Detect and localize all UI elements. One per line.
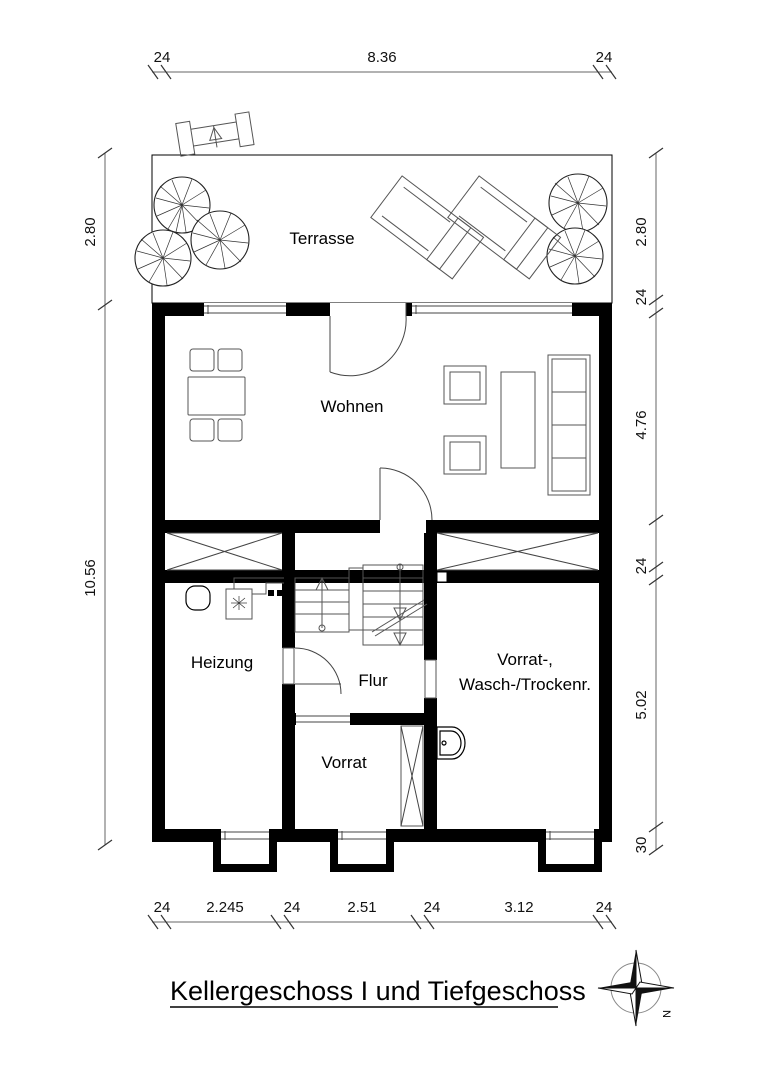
boiler-icon [225,577,284,620]
tree-icon [190,210,250,270]
terrace-area: Terrasse [134,111,613,304]
dim-bottom-2-51: 2.51 [347,899,376,916]
tree-icon [153,176,211,234]
dimension-top: 24 8.36 24 [147,49,617,80]
room-flur: Flur [282,563,437,699]
tree-icon [548,173,608,233]
dim-bottom-24-b: 24 [284,899,301,916]
staircase-icon [294,563,428,647]
openings-top-wall [204,303,572,377]
shelf-unit-icon [547,354,591,496]
light-well-icon [330,829,394,872]
light-wells [213,829,602,872]
room-label-flur: Flur [358,671,388,690]
opening-vorrat [296,713,350,725]
page-title: Kellergeschoss I und Tiefgeschoss [170,976,586,1006]
door-opening-terrace [330,303,406,316]
room-label-wohnen: Wohnen [320,397,383,416]
compass-north-label: N [660,1010,672,1018]
room-label-terrasse: Terrasse [289,229,354,248]
dimension-right: 2.80 24 4.76 24 5.02 30 [633,147,664,856]
armchair-icon [443,365,487,405]
dim-top-width: 8.36 [367,49,396,66]
dim-top-right-24: 24 [596,49,613,66]
tree-icon [546,227,604,285]
room-heizung: Heizung [185,577,284,672]
armchair-icon [443,435,487,475]
dim-right-wall-30: 30 [633,837,650,854]
compass-rose: N [597,949,675,1027]
coffee-table-icon [500,371,536,469]
dim-top-left-24: 24 [154,49,171,66]
room-label-vorrat: Vorrat [321,753,367,772]
dim-bottom-24-c: 24 [424,899,441,916]
tank-icon [185,585,211,611]
dim-right-wall-24a: 24 [633,289,650,306]
room-label-vorrat-wasch-line1: Vorrat-, [497,650,553,669]
dim-right-2-80: 2.80 [633,217,650,246]
sink-icon [436,726,466,760]
dim-bottom-24-a: 24 [154,899,171,916]
room-label-vorrat-wasch-line2: Wasch-/Trockenr. [459,675,591,694]
wall-mid-bottom [152,570,612,583]
dimension-left: 2.80 10.56 [82,147,113,851]
light-well-icon [538,829,602,872]
terrace-stair-icon [175,111,255,157]
dim-bottom-24-d: 24 [596,899,613,916]
structural-x-marks [166,532,599,571]
room-vorrat: Vorrat [296,713,424,827]
lounger-icon [447,175,562,280]
dim-bottom-2-245: 2.245 [206,899,244,916]
door-opening-heizung [282,648,295,684]
dim-right-4-76: 4.76 [633,410,650,439]
window-top-right [412,303,572,316]
dim-right-wall-24b: 24 [633,558,650,575]
dim-left-terrace-depth: 2.80 [82,217,99,246]
light-well-icon [213,829,277,872]
room-label-heizung: Heizung [191,653,253,672]
dim-right-5-02: 5.02 [633,690,650,719]
dim-bottom-3-12: 3.12 [504,899,533,916]
window-top-left [204,303,286,316]
door-opening-wohnen-stair [380,520,426,533]
room-vorrat-wasch: Vorrat-, Wasch-/Trockenr. [436,571,591,760]
room-wohnen: Wohnen [187,348,591,533]
plan-title-group: Kellergeschoss I und Tiefgeschoss [170,976,586,1008]
wall-box-icon [436,571,448,583]
lounger-icon [370,175,485,280]
dining-set-icon [187,348,246,442]
tree-icon [134,229,192,287]
door-opening-vorrat-wasch [424,660,437,698]
shelf-x-icon [400,725,424,827]
dim-left-total-depth: 10.56 [82,559,99,597]
dimension-bottom: 24 2.245 24 2.51 24 3.12 24 [147,899,617,930]
